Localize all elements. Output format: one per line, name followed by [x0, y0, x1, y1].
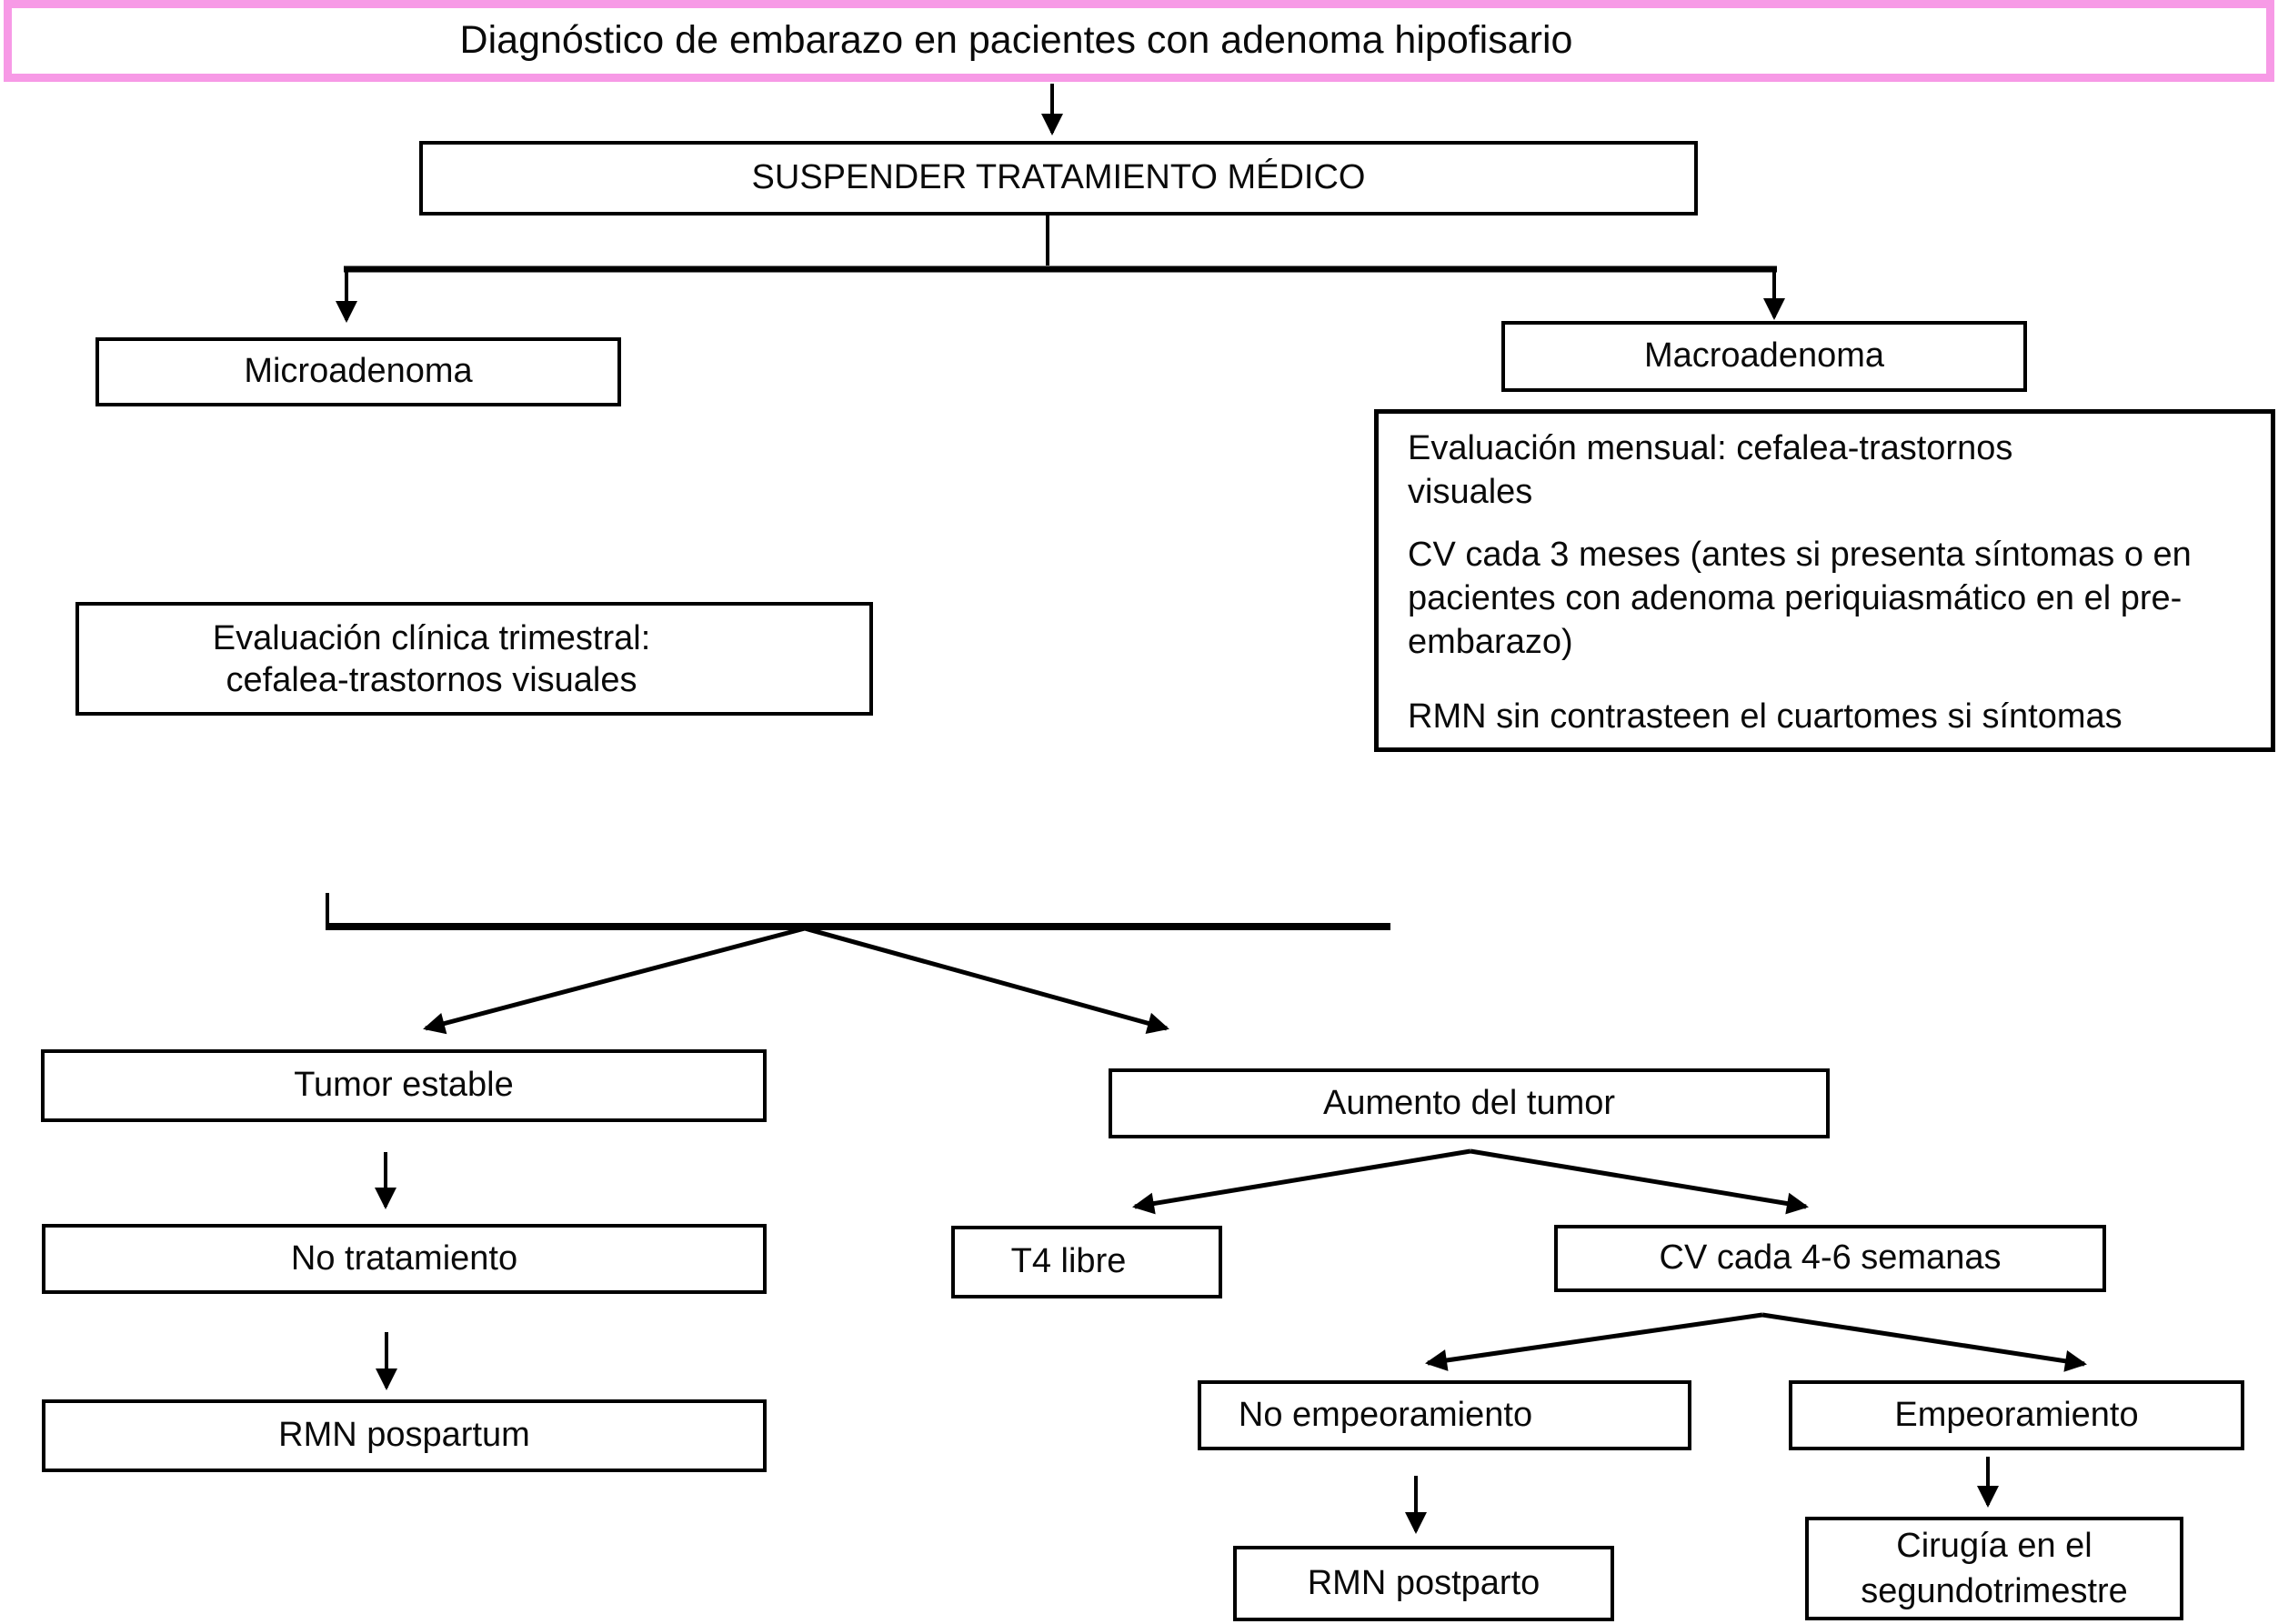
eval-mensual-para1: Evaluación mensual: cefalea-trastornos v…: [1408, 426, 2256, 514]
node-label-line: visuales: [1408, 473, 1533, 511]
node-evaluacion-trimestral: Evaluación clínica trimestral: cefalea-t…: [75, 602, 873, 716]
node-label-line: Evaluación clínica trimestral:: [212, 618, 651, 657]
node-rmn-pospartum: RMN pospartum: [42, 1399, 767, 1472]
arrow-to-cv-semanas: [1470, 1148, 1809, 1215]
node-label: CV cada 4-6 semanas: [1659, 1238, 2002, 1278]
title-text: Diagnóstico de embarazo en pacientes con…: [459, 18, 1573, 63]
node-label-line: embarazo): [1408, 623, 1573, 661]
node-label: Macroadenoma: [1643, 336, 1885, 376]
arrow-to-t4-libre: [1132, 1148, 1471, 1215]
node-suspender-tratamiento: SUSPENDER TRATAMIENTO MÉDICO: [419, 141, 1698, 216]
node-label: RMN pospartum: [278, 1416, 530, 1455]
node-label: RMN postparto: [1307, 1563, 1540, 1602]
eval-mensual-para3: RMN sin contrasteen el cuartomes si sínt…: [1408, 695, 2256, 738]
node-cirugia-segundo-trimestre: Cirugía en el segundotrimestre: [1805, 1517, 2183, 1620]
arrow-to-tumor-estable: [423, 926, 806, 1035]
node-label: No empeoramiento: [1238, 1395, 1533, 1434]
node-label: Aumento del tumor: [1322, 1083, 1616, 1122]
node-label: Empeoramiento: [1894, 1395, 2139, 1434]
node-macroadenoma: Macroadenoma: [1501, 321, 2027, 392]
arrow-to-aumento-tumor: [804, 926, 1169, 1034]
node-label-line: pacientes con adenoma periquiasmático en…: [1408, 579, 2183, 617]
node-rmn-postparto: RMN postparto: [1233, 1546, 1614, 1621]
eval-mensual-para2: CV cada 3 meses (antes si presenta sínto…: [1408, 533, 2256, 664]
node-tumor-estable: Tumor estable: [41, 1049, 767, 1122]
node-t4-libre: T4 libre: [951, 1226, 1222, 1298]
node-label-line: CV cada 3 meses (antes si presenta sínto…: [1408, 536, 2192, 574]
node-label-line: Evaluación mensual: cefalea-trastornos: [1408, 429, 2013, 467]
arrow-to-no-empeoramiento: [1425, 1312, 1763, 1371]
node-cv-cada-4-6-semanas: CV cada 4-6 semanas: [1554, 1225, 2106, 1292]
node-label-line: segundotrimestre: [1861, 1572, 2128, 1610]
arrow-to-empeoramiento: [1761, 1312, 2087, 1372]
node-label: T4 libre: [1010, 1242, 1127, 1281]
node-no-empeoramiento: No empeoramiento: [1198, 1380, 1691, 1450]
node-label: SUSPENDER TRATAMIENTO MÉDICO: [751, 158, 1366, 197]
node-label-line: Cirugía en el: [1896, 1527, 2092, 1565]
node-label: No tratamiento: [290, 1238, 518, 1278]
node-microadenoma: Microadenoma: [95, 337, 621, 406]
node-label-line: RMN sin contrasteen el cuartomes si sínt…: [1408, 697, 2122, 736]
node-title: Diagnóstico de embarazo en pacientes con…: [4, 0, 2274, 82]
node-label: Microadenoma: [244, 352, 473, 391]
node-label: Tumor estable: [294, 1066, 514, 1105]
node-no-tratamiento: No tratamiento: [42, 1224, 767, 1294]
node-aumento-del-tumor: Aumento del tumor: [1109, 1068, 1830, 1138]
node-label-line: cefalea-trastornos visuales: [226, 660, 637, 699]
node-empeoramiento: Empeoramiento: [1789, 1380, 2244, 1450]
node-evaluacion-mensual: Evaluación mensual: cefalea-trastornos v…: [1374, 409, 2275, 752]
